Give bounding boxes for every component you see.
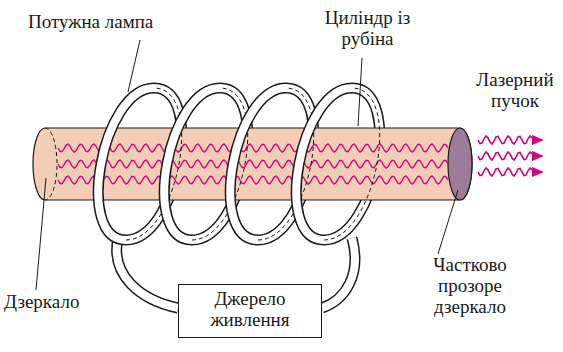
box-text: Джерело живлення <box>187 289 313 331</box>
lamp-coil <box>296 88 352 240</box>
light-wave <box>58 176 448 184</box>
part-label: Лазерний пучок <box>470 70 560 112</box>
laser-beam <box>478 168 532 176</box>
leader-line <box>438 190 458 254</box>
lamp-coil <box>164 88 220 240</box>
lamp-coil-hidden <box>258 88 314 240</box>
wire <box>117 238 178 308</box>
arrow-head <box>532 167 544 177</box>
mirror <box>45 128 57 200</box>
leader-line <box>36 178 46 290</box>
wire <box>322 238 355 308</box>
part-label: Частково прозоре дзеркало <box>400 255 540 318</box>
leader-line <box>128 40 140 92</box>
lamp-coil <box>230 88 286 240</box>
light-wave <box>58 160 448 168</box>
wire <box>322 238 355 308</box>
part-label: Циліндр із рубіна <box>310 8 425 50</box>
part-label: Дзеркало <box>4 292 104 313</box>
part-label: Потужна лампа <box>28 12 188 33</box>
lamp-coil-hidden <box>126 88 182 240</box>
leader-line <box>358 58 362 126</box>
wire <box>117 238 178 308</box>
arrow-head <box>532 135 544 145</box>
arrow-head <box>532 151 544 161</box>
lamp-coil <box>164 88 220 240</box>
laser-beam <box>478 152 532 160</box>
power-source-box: Джерело живлення <box>178 284 322 338</box>
lamp-coil <box>98 88 154 240</box>
light-wave <box>58 144 448 152</box>
lamp-coil-hidden <box>324 88 380 240</box>
lamp-coil <box>98 88 154 240</box>
lamp-coil-hidden <box>192 88 248 240</box>
lamp-coil <box>296 88 352 240</box>
laser-beam <box>478 136 532 144</box>
partial-mirror <box>448 128 472 200</box>
lamp-coil <box>230 88 286 240</box>
